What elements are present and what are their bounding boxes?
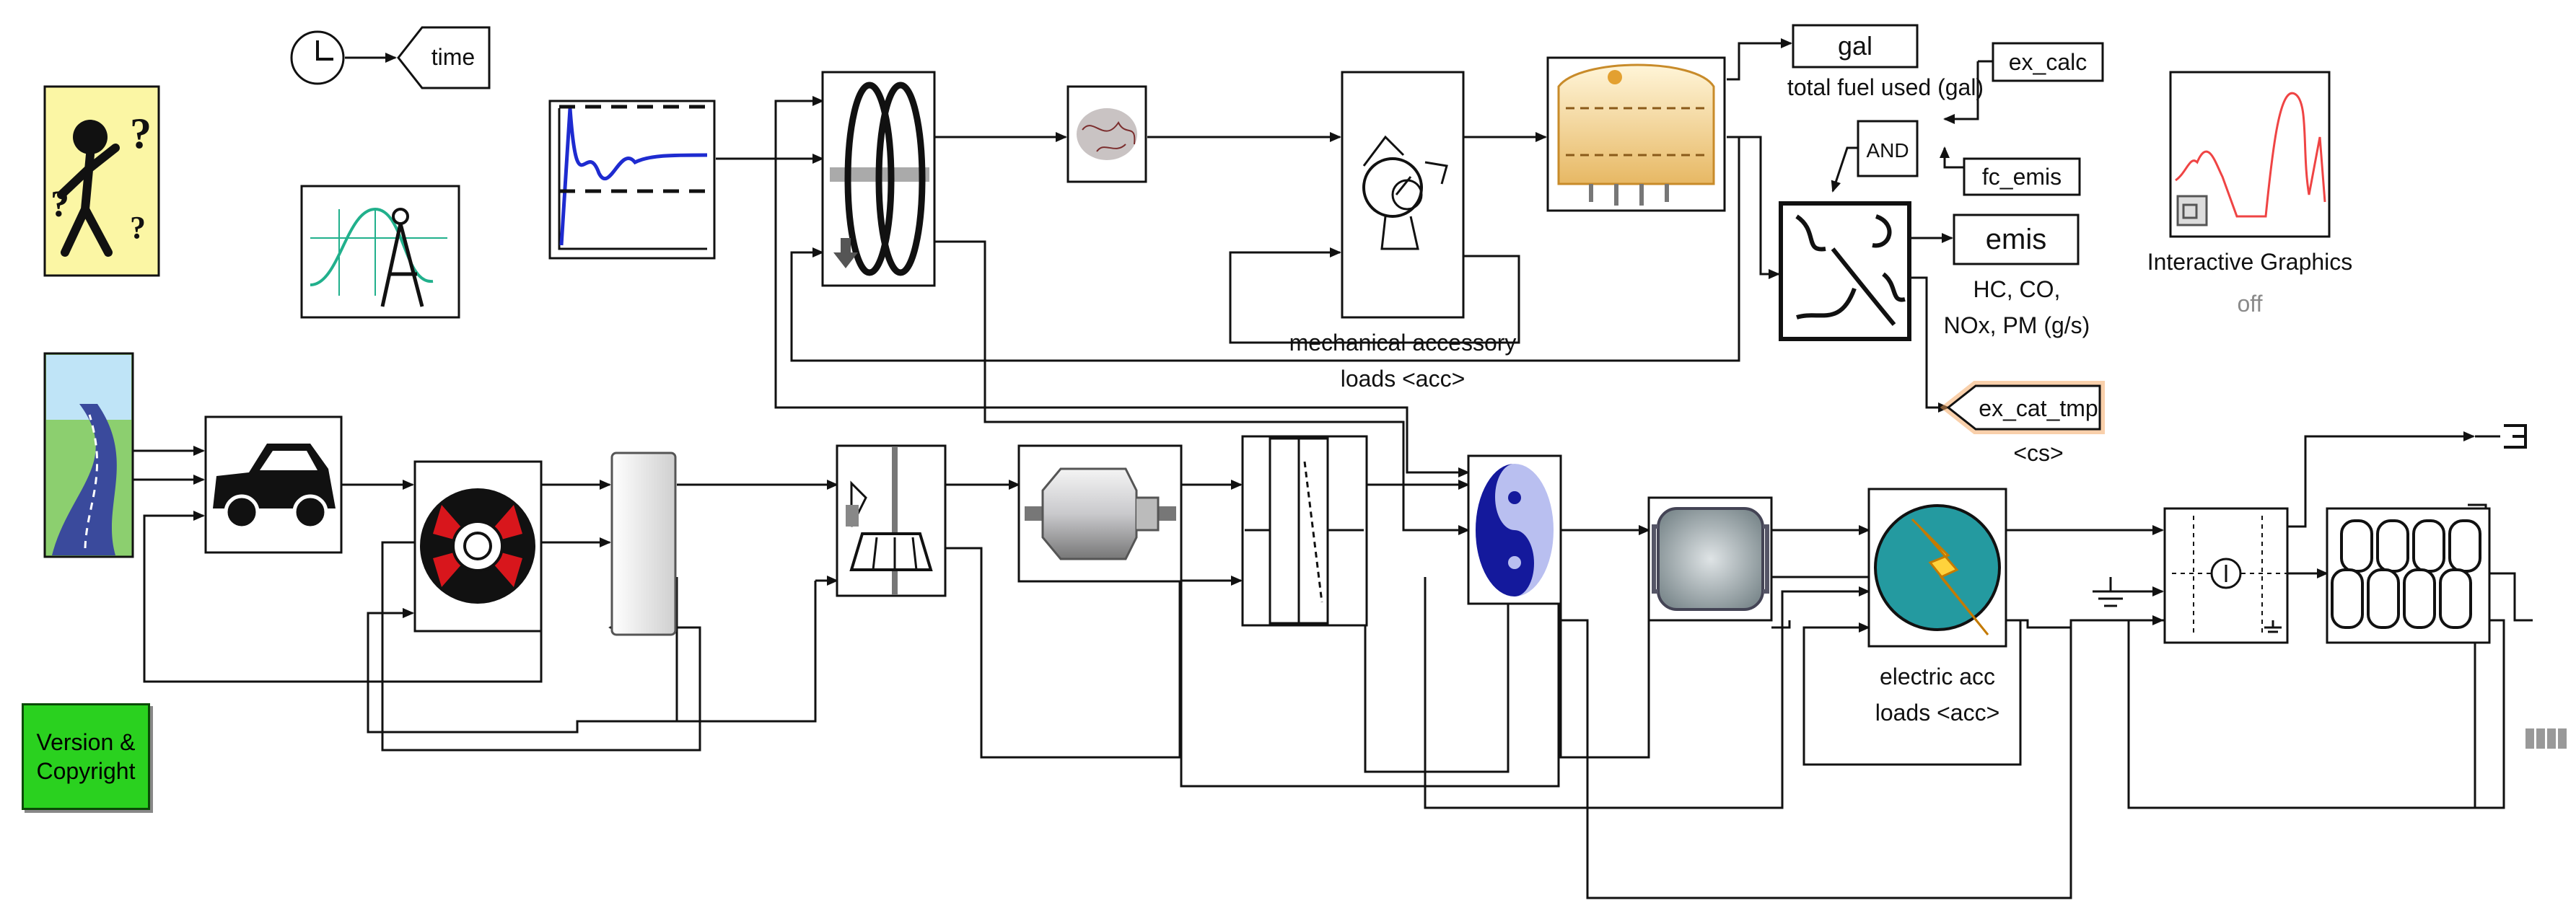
clock-icon[interactable] xyxy=(290,30,397,85)
emis-caption-line2: NOx, PM (g/s) xyxy=(1943,312,2090,338)
svg-text:?: ? xyxy=(51,184,69,225)
mech-caption-line1: mechanical accessory xyxy=(1289,330,1517,356)
terminator-icon[interactable] xyxy=(2475,424,2527,449)
ex-cat-tmp-tag[interactable]: ex_cat_tmp xyxy=(1940,381,2105,434)
torque-coupler-icon[interactable] xyxy=(1241,435,1368,627)
final-drive-icon[interactable] xyxy=(610,452,677,636)
interactive-graphics-state: off xyxy=(2237,291,2263,317)
interactive-graphics-caption: Interactive Graphics xyxy=(2147,249,2353,275)
ex-calc-label: ex_calc xyxy=(2009,49,2087,75)
wheel-icon[interactable] xyxy=(413,460,543,633)
and-label: AND xyxy=(1866,139,1909,162)
car-icon[interactable] xyxy=(204,415,343,554)
time-goto-tag[interactable]: time xyxy=(397,26,491,89)
power-bus-icon[interactable] xyxy=(2163,507,2289,644)
exhaust-emissions-icon[interactable] xyxy=(1779,201,1911,341)
emis-output-tag[interactable]: emis xyxy=(1953,213,2080,265)
fc-emis-label: fc_emis xyxy=(1982,164,2062,190)
gal-output-tag[interactable]: gal xyxy=(1792,24,1919,69)
battery-pack-icon[interactable] xyxy=(2326,507,2491,644)
time-label: time xyxy=(431,44,475,70)
version-copyright-button[interactable]: Version & Copyright xyxy=(22,703,150,810)
ex-calc-tag[interactable]: ex_calc xyxy=(1978,42,2104,82)
motor-icon[interactable] xyxy=(1647,496,1773,622)
generator-icon[interactable] xyxy=(1017,444,1183,583)
question-person-icon[interactable]: ? ? ? xyxy=(43,85,160,277)
elec-caption-line1: electric acc xyxy=(1879,664,1996,690)
brain-controller-icon[interactable] xyxy=(1066,85,1147,183)
cs-caption: <cs> xyxy=(2013,440,2064,466)
and-gate[interactable]: AND xyxy=(1857,120,1919,177)
svg-text:?: ? xyxy=(130,210,146,245)
clutch-icon[interactable] xyxy=(821,71,936,287)
fc-emis-tag[interactable]: fc_emis xyxy=(1963,157,2081,196)
version-line2: Copyright xyxy=(36,758,136,784)
mech-caption-line2: loads <acc> xyxy=(1340,366,1466,392)
emis-caption-line1: HC, CO, xyxy=(1973,276,2061,302)
step-response-scope-icon[interactable] xyxy=(548,100,716,260)
lightning-icon[interactable] xyxy=(1867,488,2007,648)
yin-yang-controller-icon[interactable] xyxy=(1467,454,1562,605)
display-icon[interactable] xyxy=(2525,728,2567,749)
ex-cat-tmp-label: ex_cat_tmp xyxy=(1979,395,2098,421)
elec-caption-line2: loads <acc> xyxy=(1875,700,2000,726)
interactive-graphics-icon[interactable] xyxy=(2169,71,2331,238)
gal-label: gal xyxy=(1838,31,1872,61)
compass-chart-icon[interactable] xyxy=(300,185,460,319)
gearbox-icon[interactable] xyxy=(836,444,947,597)
svg-text:?: ? xyxy=(130,110,152,157)
ground-icon xyxy=(2093,577,2129,607)
road-icon[interactable] xyxy=(43,352,134,558)
fuel-converter-icon[interactable] xyxy=(1546,56,1726,212)
gal-caption: total fuel used (gal) xyxy=(1787,74,1984,100)
emis-label: emis xyxy=(1986,224,2046,255)
engine-accessory-icon[interactable] xyxy=(1341,71,1465,319)
version-line1: Version & xyxy=(36,729,136,755)
